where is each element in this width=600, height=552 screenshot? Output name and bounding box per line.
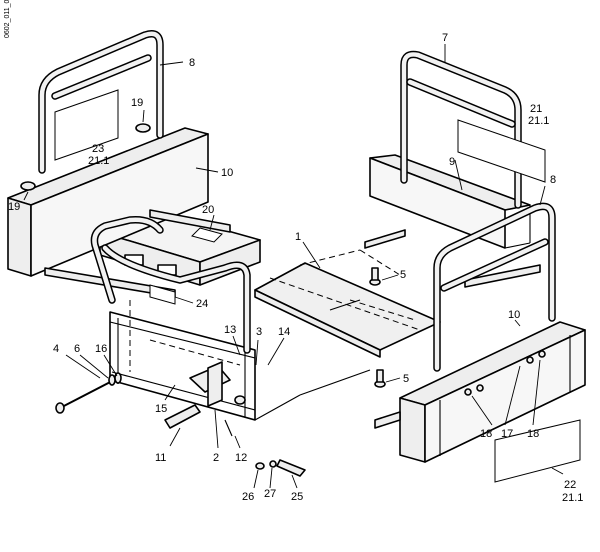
callout-8-right: 8 bbox=[550, 174, 556, 186]
callout-25: 25 bbox=[291, 491, 303, 503]
callout-9: 9 bbox=[449, 156, 455, 168]
callout-1: 1 bbox=[295, 231, 301, 243]
roll-bar-left bbox=[38, 30, 164, 174]
callout-23: 23 bbox=[92, 143, 104, 155]
callout-24: 24 bbox=[196, 298, 208, 310]
callout-6: 6 bbox=[74, 343, 80, 355]
callout-27: 27 bbox=[264, 488, 276, 500]
callout-4: 4 bbox=[53, 343, 59, 355]
callout-8-left: 8 bbox=[189, 57, 195, 69]
callout-19-top: 19 bbox=[131, 97, 143, 109]
callout-10-left: 10 bbox=[221, 167, 233, 179]
callout-21: 21 bbox=[530, 103, 542, 115]
callout-11: 11 bbox=[155, 452, 166, 464]
leader-lines bbox=[23, 44, 564, 489]
rubber-buffers bbox=[20, 123, 386, 388]
callout-18-right: 18 bbox=[527, 428, 539, 440]
callout-14: 14 bbox=[278, 326, 290, 338]
callouts: 8 19 23 21.1 10 19 20 24 7 21 21.1 9 8 1… bbox=[8, 32, 583, 504]
callout-16: 16 bbox=[95, 343, 107, 355]
callout-17: 17 bbox=[501, 428, 513, 440]
front-panel-right bbox=[374, 321, 586, 483]
seat-handle-bar bbox=[90, 215, 251, 354]
callout-7: 7 bbox=[442, 32, 448, 44]
callout-22: 22 bbox=[564, 479, 576, 491]
roll-bar-right bbox=[400, 50, 546, 209]
callout-23-sub: 21.1 bbox=[88, 155, 109, 167]
callout-10-right: 10 bbox=[508, 309, 520, 321]
bolts-17-18 bbox=[464, 350, 546, 396]
platform-floor bbox=[254, 249, 441, 358]
callout-21-sub: 21.1 bbox=[528, 115, 549, 127]
callout-18-left: 18 bbox=[480, 428, 492, 440]
callout-5-top: 5 bbox=[400, 269, 406, 281]
tow-pin bbox=[55, 372, 122, 414]
callout-2: 2 bbox=[213, 452, 219, 464]
callout-26: 26 bbox=[242, 491, 254, 503]
callout-12: 12 bbox=[235, 452, 247, 464]
rear-panel-left bbox=[7, 127, 209, 277]
callout-22-sub: 21.1 bbox=[562, 492, 583, 504]
front-roll-bar bbox=[433, 202, 556, 372]
drawing-code: 0602_011_00 bbox=[4, 0, 11, 38]
latch-assembly bbox=[164, 361, 246, 437]
callout-5-bottom: 5 bbox=[403, 373, 409, 385]
callout-3: 3 bbox=[256, 326, 262, 338]
callout-15: 15 bbox=[155, 403, 167, 415]
callout-20: 20 bbox=[202, 204, 214, 216]
callout-13: 13 bbox=[224, 324, 236, 336]
callout-19-left: 19 bbox=[8, 201, 20, 213]
pin-26-27-25 bbox=[255, 459, 306, 477]
